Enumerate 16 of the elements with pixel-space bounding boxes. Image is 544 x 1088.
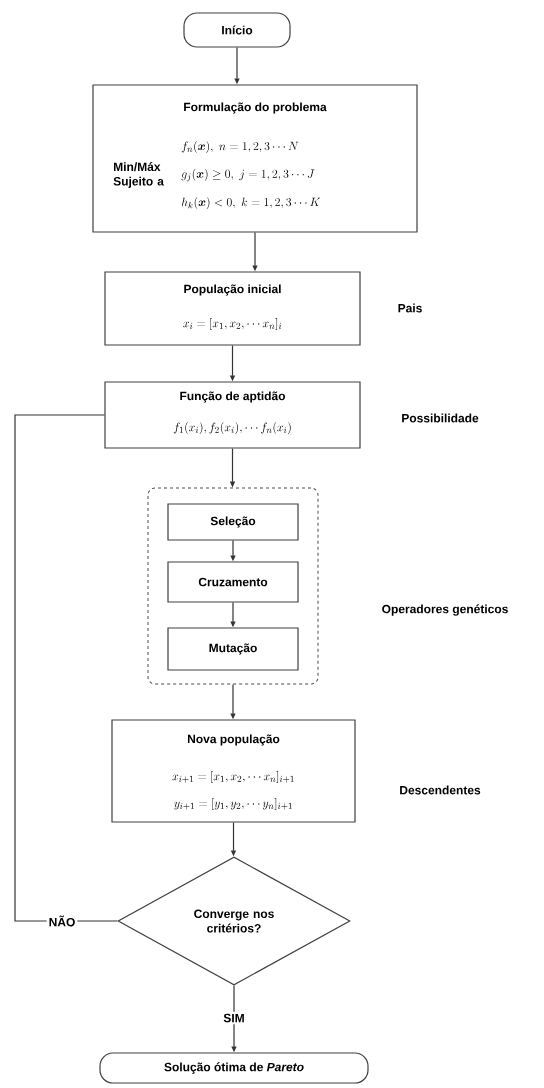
- process-box: Mutação: [167, 627, 299, 671]
- edge-label: SIM: [221, 1011, 247, 1025]
- edge-label: NÃO: [46, 913, 78, 929]
- dashed-group-box: [147, 487, 319, 685]
- process-box: Nova população $x_{i+1} = [x_1, x_2, \cdots x_n]_{i+1}$ $y_{i+1} = [y_1, y_2, \cdots y_n]_{i+1}$: [111, 719, 356, 823]
- side-label: Pais: [398, 303, 422, 313]
- process-box: Função de aptidão $f_1(x_i), f_2(x_i), \cdots f_n(x_i)$: [104, 381, 361, 449]
- process-box: Cruzamento: [167, 561, 299, 603]
- process-box: Seleção: [167, 503, 299, 541]
- side-label: Descendentes: [400, 785, 481, 795]
- terminal-box: Início: [183, 12, 291, 48]
- side-label: Possibilidade: [402, 413, 479, 423]
- terminal-box: Solução ótima de Pareto: [99, 1052, 369, 1084]
- process-box: População inicial $x_i = [x_1, x_2, \cdots x_n]_i$: [104, 271, 361, 346]
- process-box: Formulação do problema Min/Máx Sujeito a $f_n(\boldsymbol{x}),\ n = 1, 2, 3 \cdots N$ $g_j(\boldsymbol{x}) \geq 0,\ j = 1,2,3 \cdots J$ $h_k(\boldsymbol{x}) < 0,\ k = 1,2,3 \cdots K$: [92, 84, 418, 233]
- side-label: Operadores genéticos: [382, 604, 508, 616]
